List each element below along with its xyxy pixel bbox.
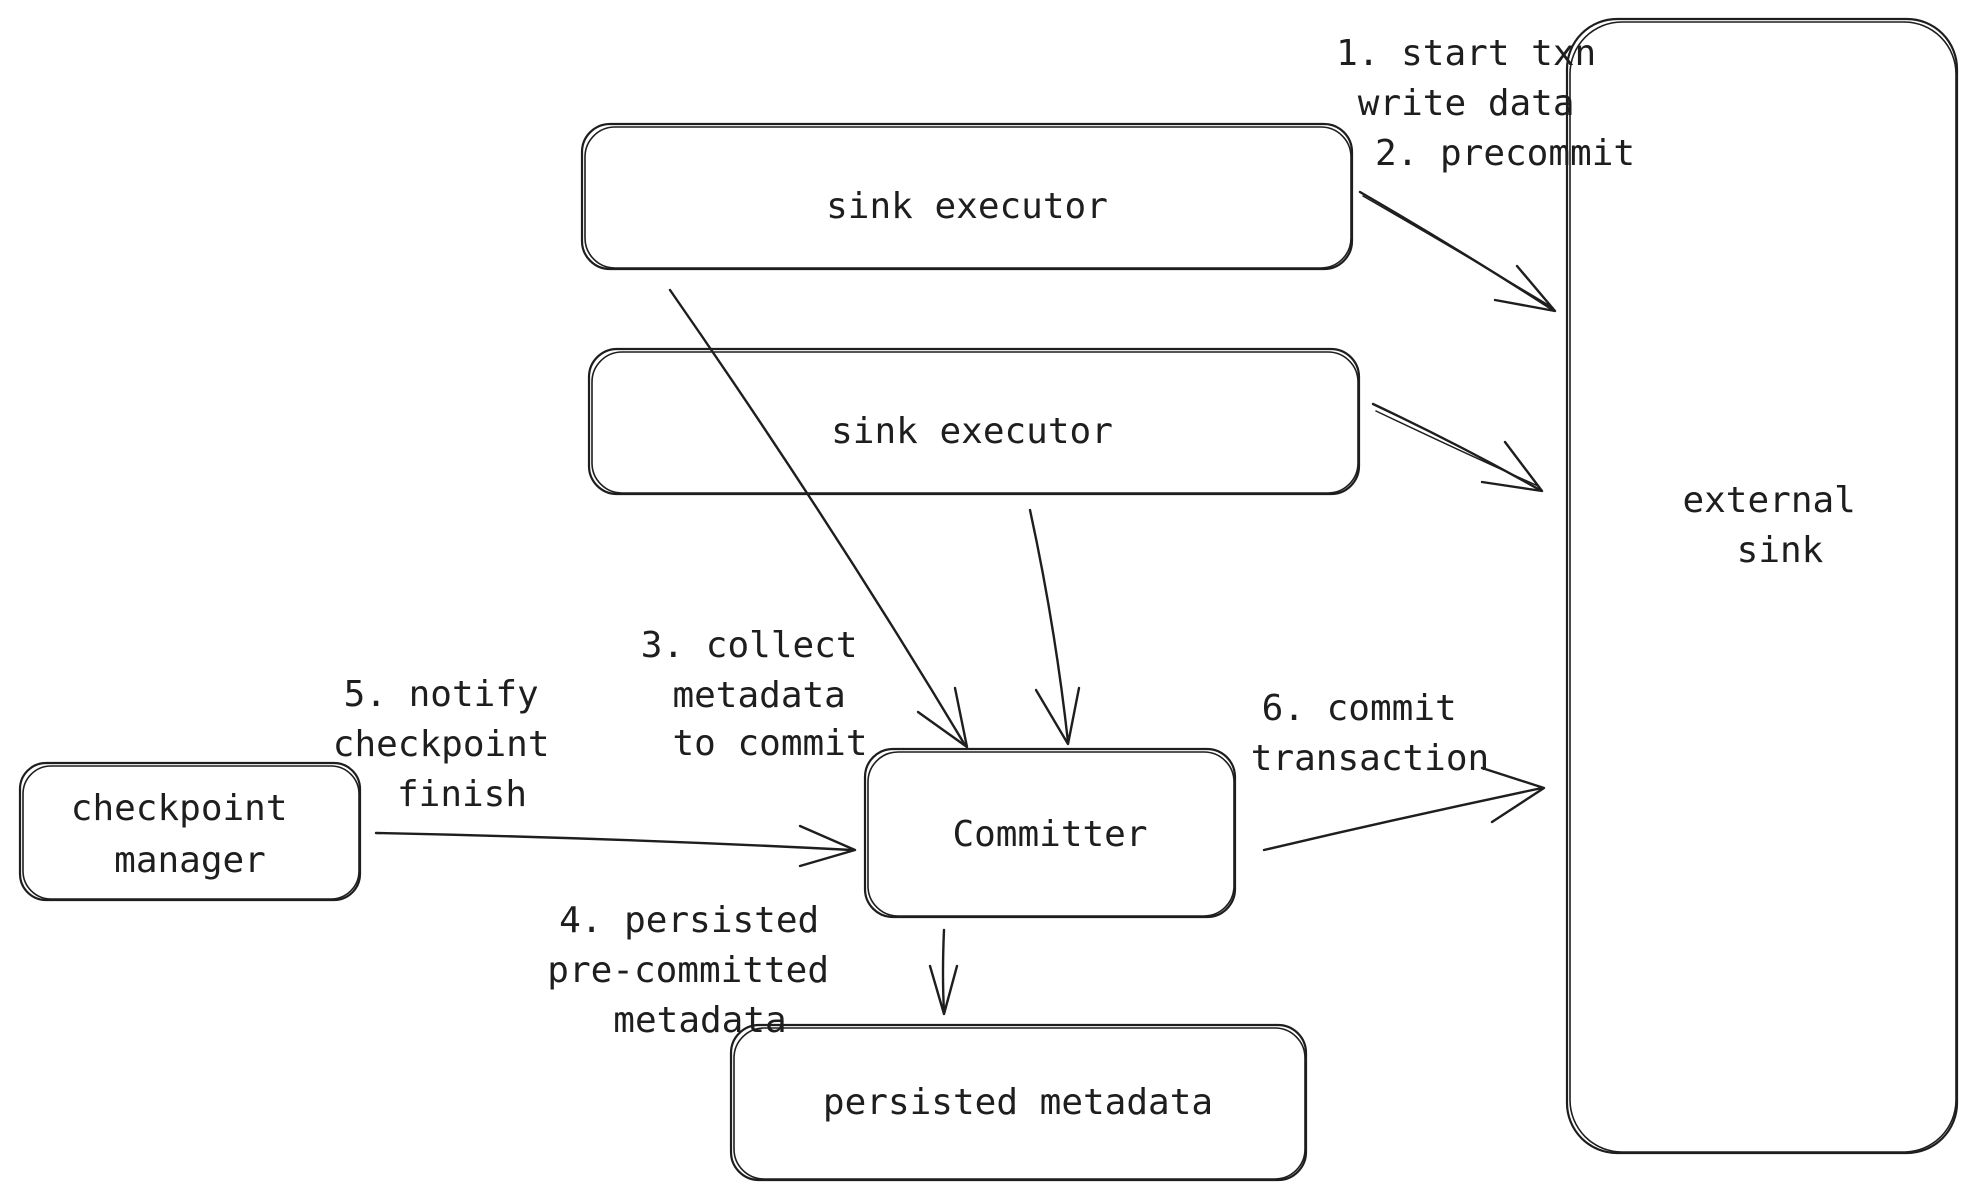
edge-executor1-to-external-sink	[1358, 190, 1557, 313]
edge-committer-to-external-sink	[1262, 766, 1546, 852]
node-checkpoint-manager[interactable]: checkpoint manager	[18, 761, 362, 902]
edge-label-step5: 5. notify checkpoint finish	[333, 674, 571, 815]
node-label: Committer	[952, 814, 1147, 855]
edge-label-step1-2: 1. start txn write data 2. precommit	[1336, 33, 1635, 174]
edge-label-step3: 3. collect metadata to commit	[641, 625, 879, 764]
node-sink-executor-2[interactable]: sink executor	[587, 347, 1361, 496]
edge-executor2-to-external-sink	[1371, 402, 1544, 493]
node-label: persisted metadata	[823, 1082, 1213, 1123]
edge-executor1-to-committer	[668, 288, 969, 749]
node-label: sink executor	[826, 186, 1108, 227]
edge-committer-to-persisted-metadata	[928, 928, 959, 1016]
edge-executor2-to-committer	[1028, 508, 1081, 746]
node-label: sink executor	[831, 411, 1113, 452]
edge-checkpoint-to-committer	[374, 824, 857, 868]
edge-label-step6: 6. commit transaction	[1251, 688, 1489, 779]
node-label: external sink	[1682, 480, 1877, 571]
node-persisted-metadata[interactable]: persisted metadata	[729, 1023, 1308, 1182]
node-committer[interactable]: Committer	[863, 747, 1237, 919]
node-sink-executor-1[interactable]: sink executor	[580, 122, 1354, 271]
edge-label-step4: 4. persisted pre-committed metadata	[547, 900, 850, 1041]
node-external-sink[interactable]: external sink	[1565, 17, 1959, 1155]
node-label: checkpoint manager	[71, 788, 309, 881]
